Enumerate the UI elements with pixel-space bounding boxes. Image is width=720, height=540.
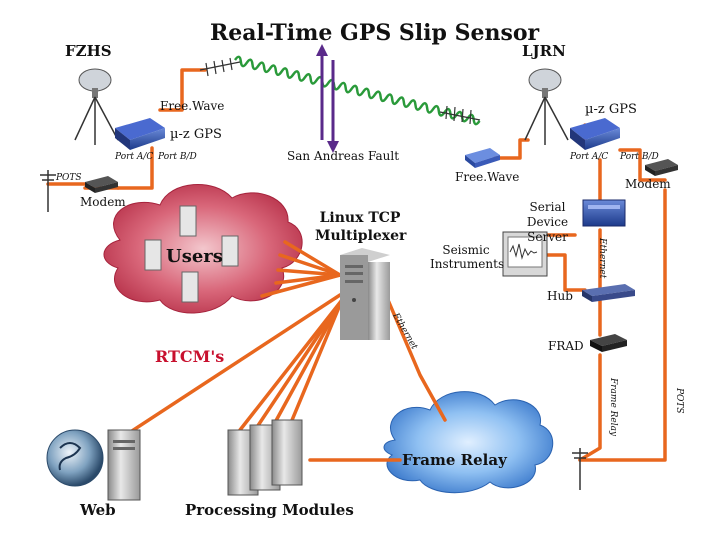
seismic-instrument-icon bbox=[502, 231, 548, 277]
diagram-title: Real-Time GPS Slip Sensor bbox=[210, 20, 540, 46]
users-cloud bbox=[103, 184, 303, 314]
hub-label: Hub bbox=[547, 289, 573, 303]
frame-relay-link-label: Frame Relay bbox=[608, 378, 618, 437]
frad-label: FRAD bbox=[548, 339, 584, 353]
gps-antenna-right-icon bbox=[524, 68, 569, 145]
gps-right-label: µ-z GPS bbox=[585, 102, 637, 117]
user-terminals-icon bbox=[144, 205, 239, 303]
web-label: Web bbox=[80, 501, 116, 519]
pots-left-label: POTS bbox=[56, 173, 82, 183]
modem-right-icon bbox=[645, 159, 678, 176]
processing-modules-label: Processing Modules bbox=[185, 501, 354, 519]
gps-left-label: µ-z GPS bbox=[170, 127, 222, 142]
seismic-label: Seismic Instruments bbox=[430, 243, 505, 272]
network-links bbox=[46, 68, 667, 462]
pots-right-label: POTS bbox=[674, 388, 684, 414]
modem-left-label: Modem bbox=[80, 195, 126, 209]
modem-left-icon bbox=[85, 176, 118, 193]
multiplexer-label: Linux TCP Multiplexer bbox=[315, 210, 407, 244]
site-left-label: FZHS bbox=[65, 42, 112, 60]
ethernet-right-label: Ethernet bbox=[597, 238, 607, 279]
serial-server-label: Serial Device Server bbox=[526, 200, 569, 244]
site-right-label: LJRN bbox=[522, 42, 566, 60]
processing-servers-icon bbox=[227, 419, 303, 496]
port-ac-left-label: Port A/C bbox=[115, 152, 154, 162]
fault-arrows-icon bbox=[316, 44, 339, 153]
frame-relay-cloud-label: Frame Relay bbox=[402, 451, 507, 469]
freewave-left-label: Free.Wave bbox=[160, 99, 225, 113]
port-bd-left-label: Port B/D bbox=[158, 152, 197, 162]
gps-antenna-left-icon bbox=[74, 68, 119, 145]
rtcm-label: RTCM's bbox=[155, 347, 225, 366]
web-server-icon bbox=[107, 429, 141, 501]
users-label: Users bbox=[166, 246, 223, 267]
web-globe-icon bbox=[46, 429, 104, 487]
gps-receiver-right-icon bbox=[570, 118, 620, 150]
port-ac-right-label: Port A/C bbox=[570, 152, 609, 162]
freewave-right-label: Free.Wave bbox=[455, 170, 520, 184]
yagi-antenna-left-icon bbox=[199, 57, 241, 77]
telephone-pole-left-icon bbox=[40, 170, 56, 212]
hub-icon bbox=[582, 284, 635, 302]
frame-relay-cloud bbox=[383, 391, 554, 494]
multiplexer-server-icon bbox=[340, 248, 390, 340]
radio-wave bbox=[233, 55, 481, 126]
freewave-radio-right-icon bbox=[465, 148, 500, 168]
modem-right-label: Modem bbox=[625, 177, 671, 191]
fault-label: San Andreas Fault bbox=[287, 149, 400, 163]
frad-icon bbox=[590, 334, 627, 352]
yagi-antenna-right-icon bbox=[439, 105, 481, 125]
telephone-pole-right-icon bbox=[572, 448, 588, 490]
port-bd-right-label: Port B/D bbox=[620, 152, 659, 162]
gps-receiver-left-icon bbox=[115, 118, 165, 150]
serial-device-server-icon bbox=[582, 199, 626, 227]
